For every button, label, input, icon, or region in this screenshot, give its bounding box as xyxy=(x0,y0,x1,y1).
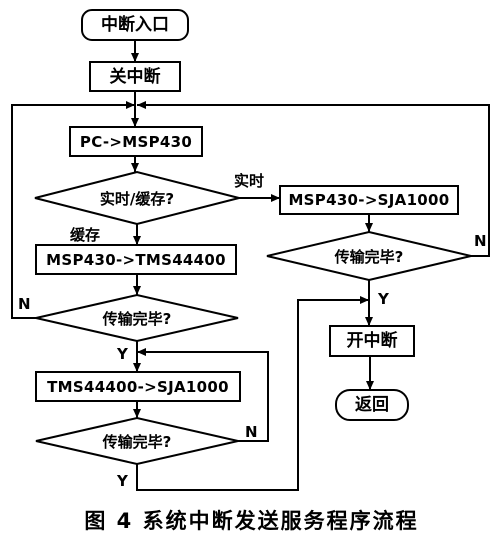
entry-label: 中断入口 xyxy=(101,14,169,35)
edge-label-n-right: N xyxy=(474,232,487,250)
bottom-decision-label: 传输完毕? xyxy=(102,433,172,451)
edge-label-n-left: N xyxy=(18,295,31,313)
edge-label-y-left: Y xyxy=(116,345,129,363)
right-decision-label: 传输完毕? xyxy=(334,248,404,266)
edge-left-no-loop xyxy=(11,101,135,319)
msp-to-sja-box xyxy=(279,185,459,215)
edge-label-y-bottom: Y xyxy=(116,472,129,490)
edge-bottom-yes xyxy=(136,296,369,491)
disable-interrupt-box xyxy=(89,61,181,92)
edge-label-cache: 缓存 xyxy=(70,226,100,244)
edge-right-no-loop xyxy=(137,101,490,257)
msp-to-tms-label: MSP430->TMS44400 xyxy=(46,251,226,269)
pc-to-msp-label: PC->MSP430 xyxy=(80,133,192,151)
edge-label-realtime: 实时 xyxy=(234,172,264,190)
enable-interrupt-box xyxy=(329,325,415,357)
return-label: 返回 xyxy=(355,395,389,415)
edge-bottom-no-loop xyxy=(137,348,269,442)
enable-label: 开中断 xyxy=(347,330,398,351)
edge-label-n-bottom: N xyxy=(245,423,258,441)
mode-decision-label: 实时/缓存? xyxy=(100,190,174,208)
left-done-decision xyxy=(35,293,239,343)
figure-caption: 图 4 系统中断发送服务程序流程 xyxy=(84,509,419,533)
msp-to-sja-label: MSP430->SJA1000 xyxy=(288,191,449,209)
edge-label-y-right: Y xyxy=(377,290,390,308)
return-terminal xyxy=(335,389,409,421)
tms-to-sja-label: TMS44400->SJA1000 xyxy=(47,378,229,396)
disable-label: 关中断 xyxy=(110,66,161,87)
left-decision-label: 传输完毕? xyxy=(102,310,172,328)
